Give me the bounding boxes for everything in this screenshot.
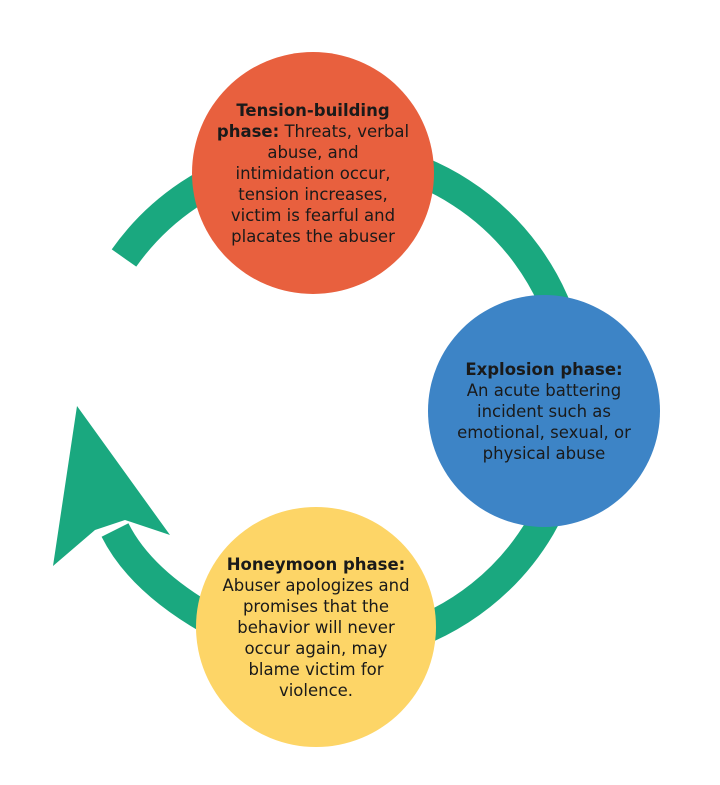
explosion-title: Explosion phase: (465, 359, 623, 379)
explosion-text: An acute battering incident such as emot… (457, 380, 631, 463)
honeymoon-phase: Honeymoon phase: Abuser apologizes and p… (196, 507, 436, 747)
tension-text: Threats, verbal abuse, and intimidation … (230, 121, 410, 246)
tension-title: Tension-building phase: (216, 100, 390, 141)
honeymoon-text: Abuser apologizes and promises that the … (222, 575, 410, 700)
explosion-phase: Explosion phase: An acute battering inci… (428, 295, 660, 527)
honeymoon-title: Honeymoon phase: (226, 554, 406, 574)
tension-building-phase: Tension-building phase: Threats, verbal … (192, 52, 434, 294)
arrowhead-icon (53, 406, 170, 566)
